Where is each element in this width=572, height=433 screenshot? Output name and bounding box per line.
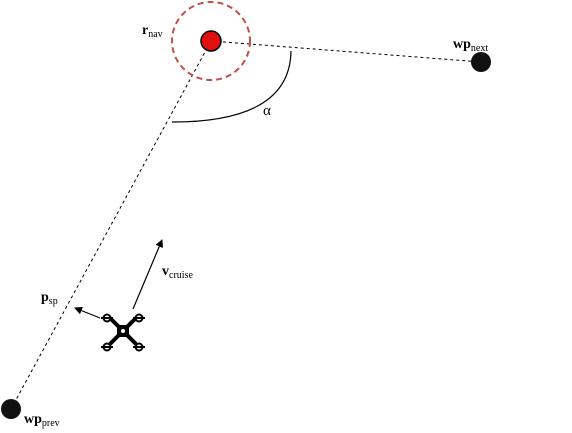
label-wp-prev-sub: prev (42, 418, 60, 429)
label-r-nav-sub: nav (148, 29, 162, 40)
label-wp-next-sub: next (471, 43, 488, 54)
label-wp-prev: wpprev (24, 412, 60, 429)
path-current-to-next (210, 40, 482, 63)
label-v-cruise: vcruise (162, 264, 193, 281)
current-waypoint (200, 30, 222, 52)
acceptance-radius-circle (171, 1, 251, 81)
label-p-sp-sub: sp (49, 296, 58, 307)
label-r-nav: rnav (142, 23, 163, 40)
label-p-sp: psp (41, 290, 58, 307)
next-waypoint (471, 52, 491, 72)
label-wp-next-main: wp (453, 37, 471, 52)
label-r-nav-main: r (142, 23, 148, 38)
label-wp-next: wpnext (453, 37, 488, 54)
label-v-cruise-sub: cruise (169, 270, 193, 281)
alpha-angle-arc (171, 50, 292, 123)
path-prev-to-current (10, 40, 212, 410)
cruise-velocity-arrow (132, 239, 163, 310)
label-p-sp-main: p (41, 290, 49, 305)
label-wp-prev-main: wp (24, 412, 42, 427)
quadcopter-icon (101, 313, 145, 352)
label-alpha: α (263, 103, 271, 119)
label-v-cruise-main: v (162, 264, 169, 279)
previous-waypoint (1, 399, 21, 419)
setpoint-vector-arrow (74, 306, 101, 319)
